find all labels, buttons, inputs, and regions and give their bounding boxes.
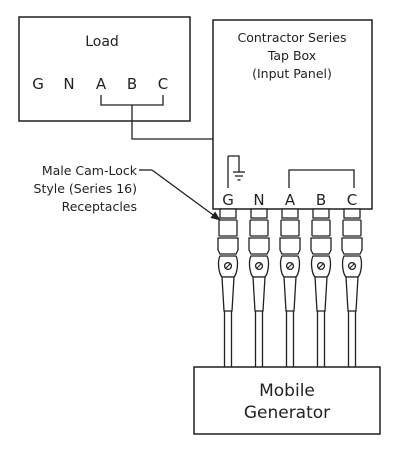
assembly-a <box>279 208 301 367</box>
receptacle-callout: Male Cam-Lock Style (Series 16) Receptac… <box>34 163 221 221</box>
lock-latch-a <box>287 263 293 269</box>
plug-body-c <box>342 219 362 237</box>
tapbox-terminal-a: A <box>285 191 296 209</box>
plug-collar-c <box>341 237 363 255</box>
ground-symbol-icon <box>227 155 245 188</box>
load-terminal-b: B <box>127 75 137 93</box>
strain-relief-g <box>221 276 235 312</box>
assembly-n <box>248 208 270 367</box>
plug-collar-n <box>248 237 270 255</box>
tap-box-title-line-2: Tap Box <box>267 48 316 63</box>
mobile-generator-box: Mobile Generator <box>193 366 381 435</box>
lock-latch-c <box>349 263 355 269</box>
receptacle-n <box>250 208 268 219</box>
tapbox-terminal-n: N <box>253 191 264 209</box>
tap-box-title-line-1: Contractor Series <box>238 30 347 45</box>
receptacle-g <box>219 208 237 219</box>
strain-relief-b <box>314 276 328 312</box>
strain-relief-a <box>283 276 297 312</box>
load-terminal-a: A <box>96 75 107 93</box>
receptacle-a <box>281 208 299 219</box>
receptacle-b <box>312 208 330 219</box>
load-terminal-g: G <box>32 75 44 93</box>
plug-collar-g <box>217 237 239 255</box>
receptacle-c <box>343 208 361 219</box>
assembly-b <box>310 208 332 367</box>
assembly-c <box>341 208 363 367</box>
plug-body-g <box>218 219 238 237</box>
cam-lock-assemblies <box>217 208 363 367</box>
tap-box-title-line-3: (Input Panel) <box>252 66 332 81</box>
callout-line-3: Receptacles <box>62 199 137 214</box>
callout-line-2: Style (Series 16) <box>34 181 137 196</box>
assembly-g <box>217 208 239 367</box>
strain-relief-n <box>252 276 266 312</box>
load-terminal-c: C <box>158 75 168 93</box>
load-terminal-n: N <box>63 75 74 93</box>
plug-body-n <box>249 219 269 237</box>
callout-arrow <box>151 169 221 221</box>
load-title: Load <box>85 34 119 50</box>
plug-collar-b <box>310 237 332 255</box>
plug-body-b <box>311 219 331 237</box>
tapbox-phase-bracket <box>288 169 355 188</box>
tap-box: Contractor Series Tap Box (Input Panel) … <box>212 19 373 210</box>
tapbox-terminal-b: B <box>316 191 326 209</box>
lock-latch-b <box>318 263 324 269</box>
generator-title-line-2: Generator <box>244 403 330 423</box>
tapbox-terminal-c: C <box>347 191 357 209</box>
plug-collar-a <box>279 237 301 255</box>
plug-body-a <box>280 219 300 237</box>
strain-relief-c <box>345 276 359 312</box>
load-box: Load G N A B C <box>18 16 191 122</box>
generator-title-line-1: Mobile <box>259 381 315 401</box>
lock-latch-n <box>256 263 262 269</box>
tapbox-terminal-g: G <box>222 191 234 209</box>
lock-latch-g <box>225 263 231 269</box>
callout-line-1: Male Cam-Lock <box>42 163 138 178</box>
